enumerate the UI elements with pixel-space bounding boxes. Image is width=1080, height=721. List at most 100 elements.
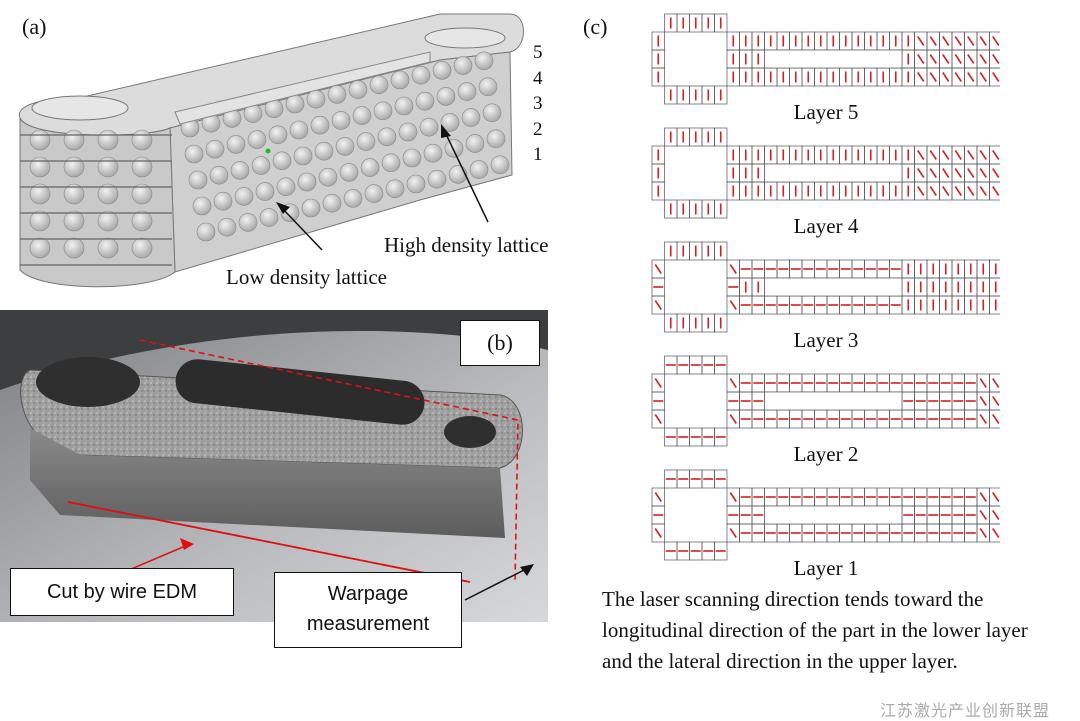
- lattice-sphere: [29, 237, 51, 259]
- lattice-sphere: [268, 125, 288, 145]
- scan-vector: [967, 150, 975, 160]
- photo-small-hole: [444, 416, 496, 448]
- scan-cell: [989, 373, 1000, 393]
- scan-vector: [729, 378, 737, 388]
- scan-vector: [942, 168, 950, 178]
- slot-region: [764, 49, 903, 69]
- scan-cell: [989, 31, 1000, 51]
- scan-cell: [714, 541, 728, 561]
- scan-vector: [967, 54, 975, 64]
- lattice-sphere: [486, 129, 506, 149]
- warpage-leader: [464, 567, 529, 601]
- scan-cell: [989, 523, 1000, 543]
- scan-vector: [992, 36, 1000, 46]
- watermark: 江苏激光产业创新联盟: [880, 701, 1051, 720]
- scan-cell: [714, 199, 728, 219]
- low-density-label: Low density lattice: [226, 265, 387, 289]
- scan-vector: [992, 396, 1000, 406]
- scan-vector: [654, 492, 662, 502]
- scan-cell: [989, 409, 1000, 429]
- scan-vector: [929, 150, 937, 160]
- lattice-sphere: [213, 191, 233, 211]
- lattice-sphere: [285, 94, 305, 114]
- high-density-arrow: [444, 131, 489, 223]
- scan-cell: [989, 181, 1000, 201]
- scan-vector: [967, 168, 975, 178]
- scan-vector: [942, 72, 950, 82]
- scan-vector: [917, 54, 925, 64]
- lattice-sphere: [29, 210, 51, 232]
- layer-number-list: 5 4 3 2 1: [533, 40, 543, 168]
- lattice-sphere: [63, 183, 85, 205]
- scan-cell: [714, 313, 728, 333]
- scan-cell: [989, 145, 1000, 165]
- high-density-label: High density lattice: [384, 233, 549, 257]
- scan-vector: [967, 72, 975, 82]
- lattice-rods: [20, 134, 172, 266]
- layer-title: Layer 1: [793, 556, 859, 580]
- center-slot: [174, 51, 431, 125]
- scan-vector: [929, 168, 937, 178]
- layer-number: 2: [533, 118, 543, 140]
- lattice-sphere: [343, 189, 363, 208]
- lattice-sphere: [289, 120, 309, 140]
- lattice-sphere: [97, 237, 119, 259]
- scan-vector: [992, 72, 1000, 82]
- scan-cell: [989, 277, 1000, 297]
- low-density-arrow: [281, 207, 323, 251]
- lattice-sphere: [327, 85, 347, 104]
- scan-cell: [989, 295, 1000, 315]
- scan-cell: [714, 469, 728, 489]
- scan-vector: [979, 492, 987, 502]
- scan-cell: [651, 523, 665, 543]
- lattice-sphere: [226, 135, 246, 154]
- scan-vector: [954, 150, 962, 160]
- lattice-sphere: [97, 210, 119, 232]
- lattice-sphere: [457, 82, 477, 101]
- photo-slot: [175, 359, 425, 425]
- lattice-sphere: [310, 115, 330, 135]
- lattice-sphere: [217, 217, 237, 237]
- small-bore: [424, 27, 506, 49]
- lattice-sphere: [482, 103, 502, 123]
- lattice-sphere: [415, 91, 435, 111]
- scan-vector: [654, 264, 662, 274]
- lattice-sphere: [352, 106, 372, 125]
- slot-region: [764, 391, 903, 411]
- scan-vector: [942, 186, 950, 196]
- lattice-sphere: [29, 183, 51, 205]
- lattice-sphere: [97, 183, 119, 205]
- scan-vector: [992, 54, 1000, 64]
- lattice-sphere: [423, 143, 443, 163]
- lattice-sphere: [97, 156, 119, 178]
- lattice-sphere: [230, 161, 250, 180]
- lattice-sphere: [131, 210, 153, 232]
- lattice-sphere: [196, 222, 216, 242]
- lattice-sphere: [29, 129, 51, 151]
- lattice-sphere: [469, 160, 489, 179]
- lattice-sphere: [259, 208, 279, 227]
- lattice-sphere: [390, 70, 410, 90]
- scan-vector: [992, 528, 1000, 538]
- lattice-sphere: [97, 129, 119, 151]
- lattice-sphere: [255, 182, 275, 201]
- scan-vector: [979, 72, 987, 82]
- scan-vector: [992, 510, 1000, 520]
- lattice-sphere: [411, 65, 431, 85]
- lattice-sphere: [444, 139, 464, 158]
- scan-cell: [714, 355, 728, 375]
- lattice-sphere: [314, 141, 334, 161]
- scan-vector: [992, 378, 1000, 388]
- scan-cell: [651, 181, 665, 201]
- scan-vector: [979, 150, 987, 160]
- scan-vector: [954, 36, 962, 46]
- lattice-sphere: [356, 132, 376, 151]
- lattice-sphere: [131, 183, 153, 205]
- scan-vector: [917, 36, 925, 46]
- lattice-sphere: [478, 77, 498, 97]
- lattice-sphere: [448, 165, 468, 184]
- scan-cell: [989, 487, 1000, 507]
- scan-vector: [979, 378, 987, 388]
- scan-vector: [929, 54, 937, 64]
- scan-cell: [989, 259, 1000, 279]
